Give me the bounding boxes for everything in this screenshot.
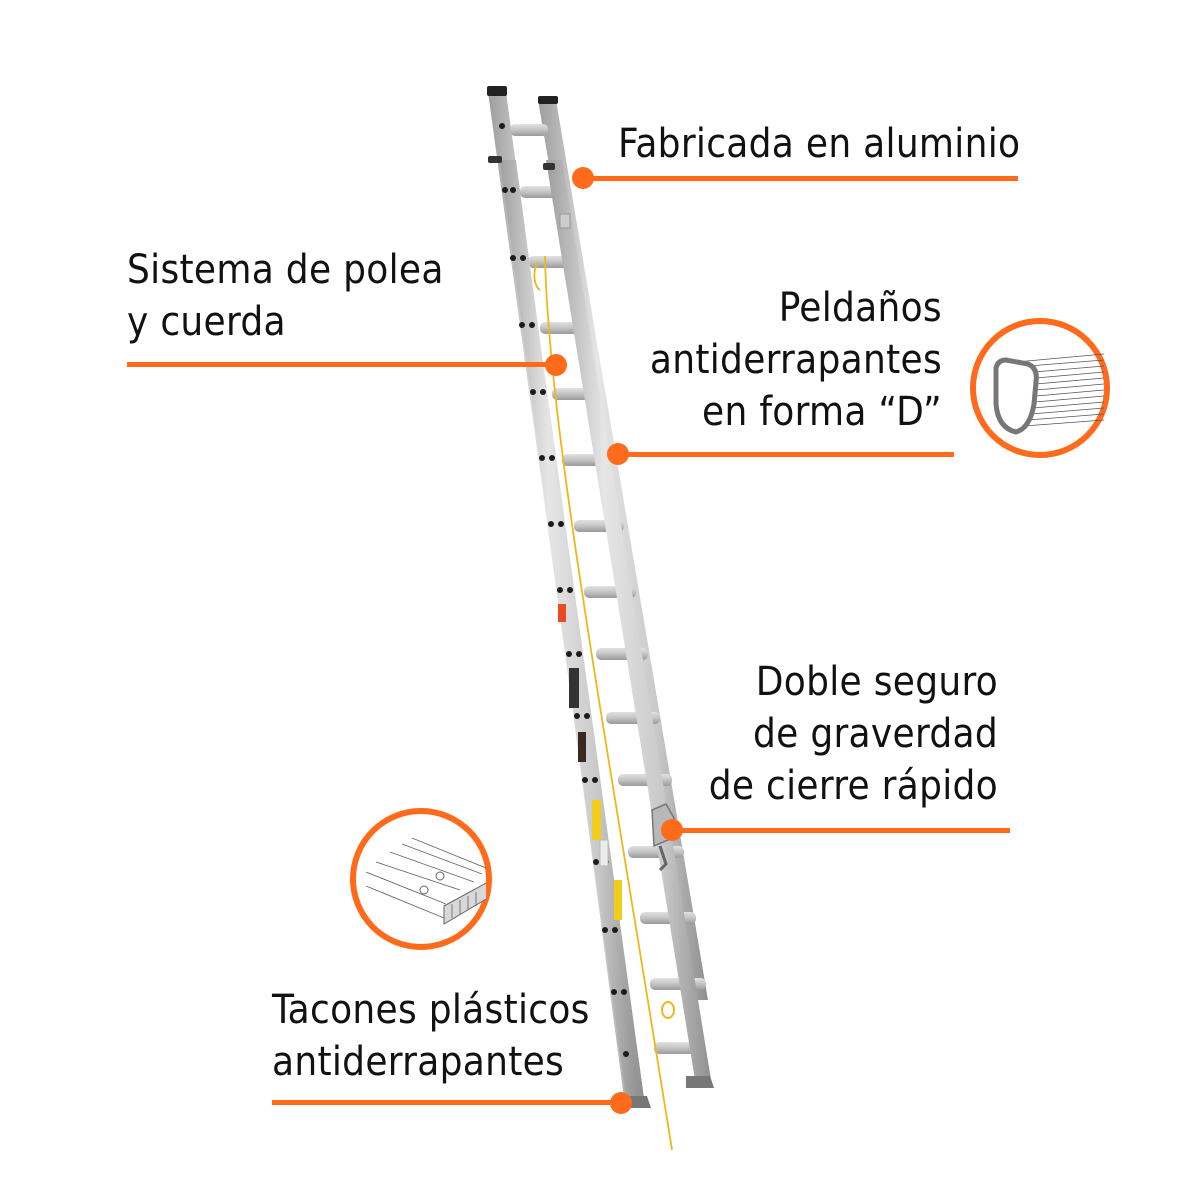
callout-d-rungs-leader xyxy=(624,452,954,457)
callout-pulley-marker xyxy=(545,354,567,376)
callout-locks-leader xyxy=(678,828,1010,833)
plastic-foot-icon xyxy=(365,837,489,925)
d-rung-icon xyxy=(993,353,1105,435)
rivets xyxy=(499,123,629,1057)
callout-feet-label: Tacones plásticos antiderrapantes xyxy=(272,987,590,1085)
callout-feet-marker xyxy=(610,1092,632,1114)
callout-feet-leader xyxy=(272,1100,618,1105)
foot-detail-inset xyxy=(350,808,492,950)
callout-pulley-label: Sistema de polea y cuerda xyxy=(127,247,444,345)
callout-aluminum-leader xyxy=(590,176,1018,181)
callout-locks-label: Doble seguro de graverdad de cierre rápi… xyxy=(708,659,998,809)
callout-aluminum-marker xyxy=(572,167,594,189)
callout-locks-marker xyxy=(661,819,683,841)
callout-d-rungs-label: Peldaños antiderrapantes en forma “D” xyxy=(649,285,942,435)
callout-pulley-leader xyxy=(127,362,557,367)
callout-d-rungs-marker xyxy=(607,443,629,465)
d-rung-detail-inset xyxy=(970,318,1110,458)
callout-aluminum-label: Fabricada en aluminio xyxy=(618,121,1021,167)
